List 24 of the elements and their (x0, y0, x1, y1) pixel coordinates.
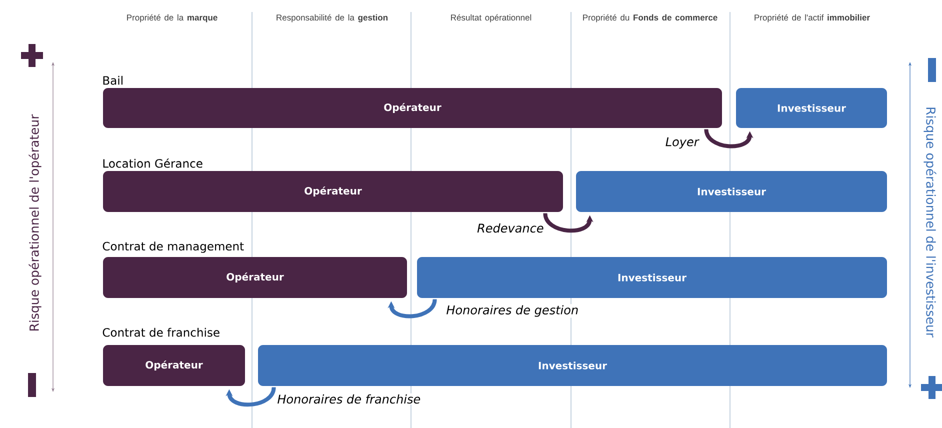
edge-label: Redevance (476, 222, 545, 234)
column-header: Propriété de l'actif immobilier (754, 14, 870, 22)
row-title: Contrat de franchise (102, 328, 220, 337)
curved-arrow (388, 298, 437, 318)
column-header: Propriété de la marque (127, 14, 218, 22)
role-box: Investisseur (258, 345, 887, 386)
axis-label: Risque opérationnel de l'investisseur (924, 108, 936, 338)
row-title: Contrat de management (102, 242, 244, 253)
role-box: Opérateur (103, 171, 563, 212)
role-box: Opérateur (103, 345, 245, 386)
column-header: Résultat opérationnel (451, 14, 532, 22)
row-title: Location Gérance (103, 158, 202, 168)
role-box: Opérateur (103, 257, 407, 298)
role-box: Investisseur (736, 88, 887, 128)
curved-arrow (226, 386, 276, 407)
edge-label: Honoraires de franchise (276, 393, 422, 405)
column-header: Propriété du Fonds de commerce (583, 14, 718, 22)
edge-label: Honoraires de gestion (445, 304, 580, 318)
edge-label: Loyer (664, 136, 700, 150)
role-box: Investisseur (417, 257, 887, 298)
axis-label: Risque opérationnel de l'opérateur (28, 114, 42, 331)
role-box: Investisseur (576, 171, 887, 212)
column-header: Responsabilité de la gestion (276, 14, 388, 22)
role-box: Opérateur (103, 88, 722, 128)
